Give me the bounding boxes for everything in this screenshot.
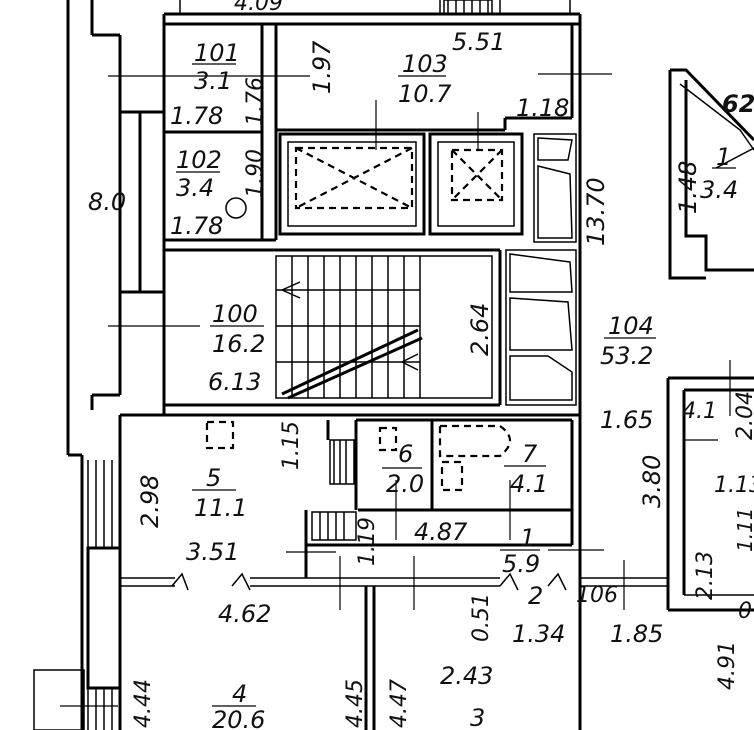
dim-4-62: 4.62: [218, 600, 271, 628]
room-104-number: 104: [608, 312, 654, 340]
room-102-width: 1.78: [170, 212, 223, 240]
room-6-number: 6: [398, 440, 413, 468]
dim-2-13: 2.13: [693, 551, 718, 600]
room-5-width: 3.51: [186, 538, 239, 566]
room-4-number: 4: [232, 680, 247, 708]
dim-1-85: 1.85: [610, 620, 663, 648]
room-7-number: 7: [522, 440, 538, 468]
dim-4-47: 4.47: [387, 679, 412, 728]
room-2-label: 2: [528, 582, 543, 610]
right-room-1-height: 1.48: [674, 161, 702, 214]
interior-walls: [118, 14, 754, 730]
room-102-height: 1.90: [243, 149, 268, 198]
room-101-area: 3.1: [194, 67, 232, 95]
room-101-dim-1: 1.76: [243, 77, 268, 126]
room-102-area: 3.4: [176, 174, 214, 202]
room-101-dim-2: 1.78: [170, 102, 223, 130]
fixtures: [205, 197, 512, 541]
room-100-area: 16.2: [212, 330, 265, 358]
right-room-1-number: 1: [716, 143, 731, 171]
right-dim-e: 0: [738, 599, 752, 624]
right-room-1-area: 3.4: [700, 176, 738, 204]
right-dim-a: 4.1: [682, 399, 717, 424]
corridor-height: 13.70: [582, 177, 610, 246]
room-100-width: 6.13: [208, 368, 261, 396]
room-1-number: 1: [520, 524, 535, 552]
right-dim-b: 2.04: [733, 391, 754, 440]
room-labels: 4.09 101 3.1 1.76 1.78 5.51 1.97 103 10.…: [88, 0, 754, 730]
room-3-number: 3: [470, 704, 485, 730]
dim-4-44: 4.44: [131, 679, 156, 728]
right-dim-d: 1.11: [733, 507, 754, 552]
hall-height: 1.19: [355, 517, 380, 566]
staircase: [275, 255, 493, 400]
room-104-dim-2: 3.80: [638, 455, 666, 508]
left-width: 8.0: [88, 188, 126, 216]
dim-2-43: 2.43: [440, 662, 493, 690]
room-1-area: 5.9: [502, 550, 540, 578]
room-103-area: 10.7: [398, 80, 452, 108]
dim-0-51: 0.51: [469, 593, 494, 642]
exterior-wall-left: [66, 0, 166, 730]
elevator-shaft-small: [428, 132, 524, 236]
room-62-label: 62: [722, 90, 754, 118]
fraction-bars: [176, 63, 736, 707]
room-100-height: 2.64: [466, 303, 494, 356]
room-103-number: 103: [402, 50, 448, 78]
dim-4-91: 4.91: [715, 641, 740, 690]
room-103-height: 1.97: [308, 40, 336, 94]
room-101-number: 101: [194, 39, 240, 67]
right-apartment-fragment: [668, 68, 754, 280]
room-5-height: 2.98: [136, 475, 164, 528]
dimension-lines: [60, 73, 731, 707]
hall-width: 4.87: [414, 518, 468, 546]
balcony-rails: [33, 460, 113, 730]
room-100-number: 100: [212, 300, 258, 328]
room-103-width: 5.51: [452, 28, 505, 56]
room-5-dim: 1.15: [279, 421, 304, 470]
room-104-area: 53.2: [600, 342, 653, 370]
wall-break-marks: [171, 572, 567, 591]
top-strip: [164, 0, 580, 26]
top-cut-label: 4.09: [234, 0, 283, 16]
room-4-area: 20.6: [212, 706, 265, 730]
dim-1-34: 1.34: [512, 620, 565, 648]
ventilation-ducts: [505, 133, 577, 406]
room-103-dim: 1.18: [516, 94, 569, 122]
elevator-shaft-large: [278, 132, 426, 236]
room-5-area: 11.1: [194, 494, 247, 522]
room-102-number: 102: [176, 146, 222, 174]
room-106-label: 106: [576, 583, 618, 608]
room-5-number: 5: [206, 464, 221, 492]
dim-4-45: 4.45: [343, 679, 368, 728]
right-dim-c: 1.13: [714, 473, 754, 498]
room-7-area: 4.1: [510, 470, 548, 498]
room-104-dim-1: 1.65: [600, 406, 653, 434]
room-6-area: 2.0: [386, 470, 424, 498]
